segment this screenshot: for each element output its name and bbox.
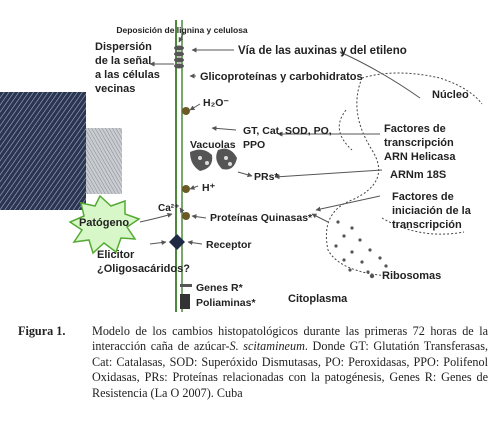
- elicitor-label: Elicitor ¿Oligosacáridos?: [97, 249, 190, 275]
- arrow-ca: [179, 207, 185, 215]
- calcium-label: Ca²⁺: [158, 203, 179, 214]
- arrow-h2o: [189, 103, 201, 111]
- glycoproteins-label: Glicoproteínas y carbohidratos: [200, 71, 363, 83]
- svg-text:ARN Helicasa: ARN Helicasa: [384, 151, 456, 163]
- svg-text:GT, Cat, SOD, PO,: GT, Cat, SOD, PO,: [243, 125, 332, 137]
- svg-text:vecinas: vecinas: [95, 83, 135, 95]
- polyamines-label: Poliaminas*: [196, 297, 256, 309]
- caption-text: Modelo de los cambios histopatológicos d…: [92, 324, 488, 400]
- polyamines-block-icon: [180, 294, 190, 309]
- svg-text:Elicitor: Elicitor: [97, 249, 135, 261]
- caption-species: S. scitamineum: [229, 339, 305, 354]
- rna-label: ARNm 18S: [390, 169, 446, 181]
- arrow-elicitor: [149, 240, 167, 246]
- svg-text:transcripción: transcripción: [392, 219, 462, 231]
- svg-text:a las células: a las células: [95, 69, 160, 81]
- lignin-stack-icon: [174, 45, 184, 69]
- svg-text:Factores de: Factores de: [392, 191, 454, 203]
- arrow-lignin: [178, 31, 185, 43]
- vacuole-dot-3: [224, 156, 228, 160]
- arrow-kinases: [191, 214, 207, 220]
- protein-kinases-label: Proteínas Quinasas*: [210, 212, 313, 224]
- h2o-label: H₂O⁻: [203, 97, 229, 109]
- cane-photo-light: [86, 128, 122, 194]
- svg-text:PPO: PPO: [243, 139, 265, 151]
- genes-r-label: Genes R*: [196, 282, 244, 294]
- arrow-h-plus: [189, 185, 199, 190]
- vacuole-dot-4: [228, 162, 232, 166]
- prs-label: PRs*: [254, 171, 279, 183]
- membrane-channel-1: [182, 107, 190, 115]
- svg-text:¿Oligosacáridos?: ¿Oligosacáridos?: [97, 263, 190, 275]
- transcription-factors-label: Factores de transcripción ARN Helicasa: [384, 123, 456, 163]
- receptor-label: Receptor: [206, 239, 252, 251]
- nucleus-label: Núcleo: [432, 89, 469, 101]
- enzymes-label: GT, Cat, SOD, PO, PPO: [243, 125, 332, 151]
- vacuoles-label: Vacuolas: [190, 139, 236, 151]
- svg-text:Dispersión: Dispersión: [95, 41, 152, 53]
- arrow-nucleus-auxin: [339, 51, 421, 99]
- initiation-factors-label: Factores de iniciación de la transcripci…: [392, 191, 472, 231]
- svg-text:Factores de: Factores de: [384, 123, 446, 135]
- genes-r-bar-icon: [180, 284, 192, 287]
- lignin-label: Deposición de lignina y celulosa: [116, 25, 248, 35]
- svg-text:transcripción: transcripción: [384, 137, 454, 149]
- pathogen-starburst: [68, 194, 141, 255]
- vacuole-dot-1: [198, 156, 202, 160]
- auxin-pathway-label: Vía de las auxinas y del etileno: [238, 45, 407, 57]
- vacuole-icon-left: [190, 149, 213, 171]
- er-dotted-line: [338, 109, 465, 235]
- arrow-initiation: [311, 213, 329, 223]
- svg-text:iniciación de la: iniciación de la: [392, 205, 472, 217]
- membrane-channel-2: [182, 185, 190, 193]
- ribosomes-label: Ribosomas: [382, 270, 441, 282]
- svg-text:de la señal: de la señal: [95, 55, 151, 67]
- caption-label: Figura 1.: [18, 324, 66, 338]
- h-plus-label: H⁺: [202, 182, 216, 194]
- signal-dispersion-label: Dispersión de la señal a las células vec…: [95, 41, 160, 95]
- arrow-tf-kinases: [315, 195, 381, 212]
- arrow-pathogen-membrane: [139, 212, 173, 223]
- vacuole-dot-2: [205, 161, 209, 165]
- arrow-prs: [274, 169, 383, 180]
- arrow-enzymes: [211, 125, 237, 131]
- pathogen-label: Patógeno: [79, 217, 129, 229]
- arrow-receptor: [187, 240, 203, 246]
- arrow-vacuole-prs: [237, 171, 253, 178]
- cytoplasm-label: Citoplasma: [288, 293, 348, 305]
- receptor-diamond-icon: [169, 234, 185, 250]
- cane-photo-dark: [0, 92, 86, 210]
- ribosome-dots: [334, 220, 388, 279]
